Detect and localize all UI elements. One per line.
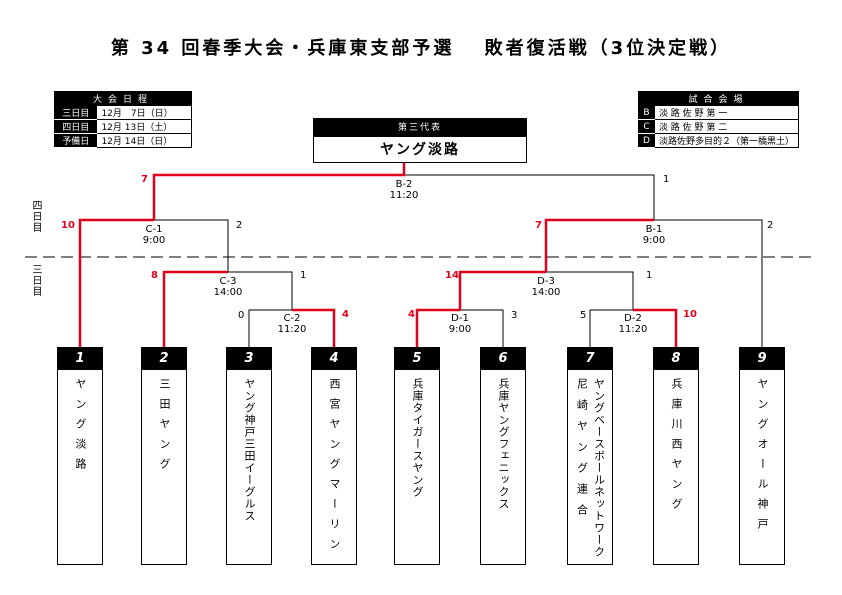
champion-header: 第三代表 <box>314 119 526 137</box>
team-name: ヤング神戸三田イーグルス <box>243 378 256 522</box>
winner-line-c3 <box>162 270 228 347</box>
line-d2 <box>589 309 633 347</box>
team-box: 7 ヤングベースボールネットワーク尼崎ヤング連合 <box>567 347 613 565</box>
venue-name: 淡路佐野多目的２（第一橋黒土） <box>653 133 799 148</box>
line-d3 <box>546 271 634 310</box>
winner-line-c1 <box>78 218 154 347</box>
team-name: 兵庫タイガースヤング <box>411 378 424 498</box>
team-box: 9 ヤングオール神戸 <box>739 347 785 565</box>
champion-team: ヤング淡路 <box>380 142 460 158</box>
team-name: 三田ヤング <box>158 378 171 478</box>
venue-header: 試合会場 <box>638 91 799 106</box>
team-name: 兵庫ヤングフェニックス <box>497 378 510 510</box>
score-b1-left: 7 <box>535 220 542 231</box>
score-d1-left: 4 <box>408 309 415 320</box>
winner-line-b2 <box>152 163 406 220</box>
winner-line-c2 <box>292 308 336 347</box>
schedule-day-label: 三日目 <box>53 105 98 120</box>
team-number: 3 <box>227 348 271 370</box>
team-number: 1 <box>58 348 102 370</box>
winner-line-d1 <box>415 308 460 347</box>
team-name: ヤングオール神戸 <box>756 378 769 538</box>
team-number: 2 <box>142 348 186 370</box>
team-name: 兵庫川西ヤング <box>670 378 683 518</box>
winner-line-d2 <box>633 308 678 347</box>
team-name: 西宮ヤングマーリン <box>328 378 341 558</box>
team-box: 8 兵庫川西ヤング <box>653 347 699 565</box>
team-number: 5 <box>395 348 439 370</box>
line-c1 <box>154 219 229 272</box>
team-name: ヤング淡路 <box>74 378 87 478</box>
venue-code: D <box>638 133 655 148</box>
schedule-day-label: 予備日 <box>53 133 98 148</box>
winner-line-d3 <box>458 270 546 310</box>
score-b2-left: 7 <box>141 174 148 185</box>
score-b1-right: 2 <box>767 220 774 231</box>
score-c2-left: 0 <box>238 310 245 321</box>
score-c2-right: 4 <box>342 309 349 320</box>
score-d2-left: 5 <box>580 310 587 321</box>
team-number: 8 <box>654 348 698 370</box>
schedule-header: 大会日程 <box>54 91 192 106</box>
team-name: ヤングベースボールネットワーク <box>592 378 606 558</box>
line-d1 <box>460 309 504 347</box>
line-b2 <box>404 174 655 220</box>
score-b2-right: 1 <box>663 174 670 185</box>
line-c2 <box>248 309 292 347</box>
score-c1-right: 2 <box>236 220 243 231</box>
team-number: 4 <box>312 348 356 370</box>
score-d1-right: 3 <box>511 310 518 321</box>
line-c3 <box>228 271 293 310</box>
schedule-date: 12月 14日（日） <box>96 133 192 148</box>
line-b1 <box>654 219 763 347</box>
day4-label: 四日目 <box>30 200 41 233</box>
day3-label: 三日目 <box>30 264 41 297</box>
team-box: 4 西宮ヤングマーリン <box>311 347 357 565</box>
score-c3-left: 8 <box>151 270 158 281</box>
team-number: 6 <box>481 348 525 370</box>
score-d3-left: 14 <box>445 270 459 281</box>
score-d2-right: 10 <box>683 309 697 320</box>
page-title: 第 34 回春季大会・兵庫東支部予選 敗者復活戦（3位決定戦） <box>110 38 732 59</box>
team-number: 7 <box>568 348 612 370</box>
score-c1-left: 10 <box>61 220 75 231</box>
score-d3-right: 1 <box>646 270 653 281</box>
team-box: 3 ヤング神戸三田イーグルス <box>226 347 272 565</box>
score-c3-right: 1 <box>300 270 307 281</box>
team-number: 9 <box>740 348 784 370</box>
team-box: 5 兵庫タイガースヤング <box>394 347 440 565</box>
team-box: 6 兵庫ヤングフェニックス <box>480 347 526 565</box>
team-box: 1 ヤング淡路 <box>57 347 103 565</box>
team-box: 2 三田ヤング <box>141 347 187 565</box>
champion-box: 第三代表 ヤング淡路 <box>313 118 527 163</box>
winner-line-b1 <box>544 218 654 272</box>
team-name: 尼崎ヤング連合 <box>575 378 589 525</box>
